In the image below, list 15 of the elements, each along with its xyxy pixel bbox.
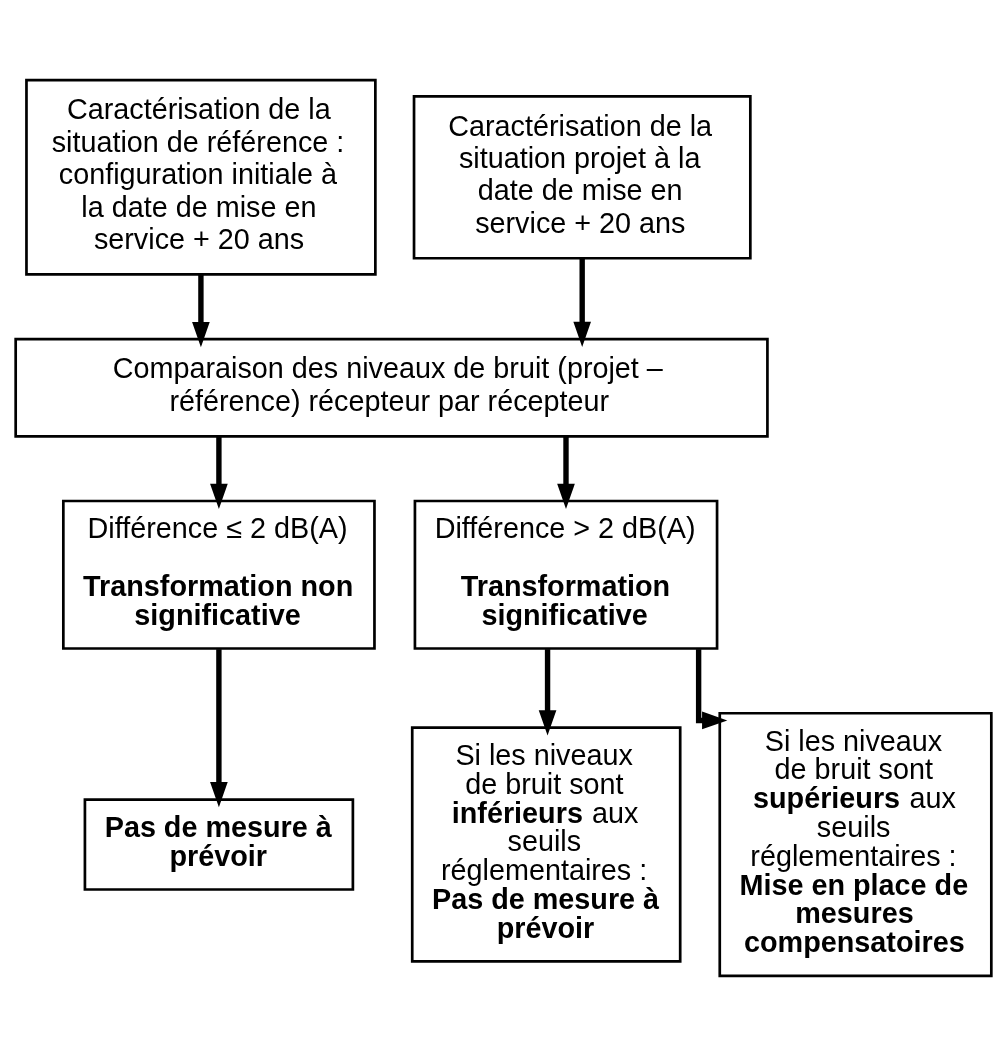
arrow	[210, 435, 228, 509]
arrow	[538, 648, 557, 735]
node-box: Comparaison des niveaux de bruit (projet – référence) récepteur par récepteur	[14, 337, 769, 438]
arrow	[573, 258, 592, 347]
node-box: Si les niveaux de bruit sont inférieurs aux seuils réglementaires : Pas de mesure à prévoir	[410, 725, 682, 963]
node-box: Pas de mesure à prévoir	[83, 797, 355, 891]
node-box: Caractérisation de la situation projet à la date de mise en service + 20 ans	[412, 94, 752, 260]
arrow	[557, 435, 575, 509]
arrow	[192, 274, 210, 347]
node-box: Différence > 2 dB(A) Transformation significative	[413, 499, 719, 650]
node-box: Caractérisation de la situation de référence : configuration initiale à la date de mise en service + 20 ans	[25, 78, 377, 276]
arrow	[695, 648, 728, 729]
node-box: Différence ≤ 2 dB(A) Transformation non significative	[62, 499, 376, 650]
node-box: Si les niveaux de bruit sont supérieurs aux seuils réglementaires : Mise en place de mesures compensatoires	[718, 711, 993, 977]
arrow	[210, 648, 228, 807]
